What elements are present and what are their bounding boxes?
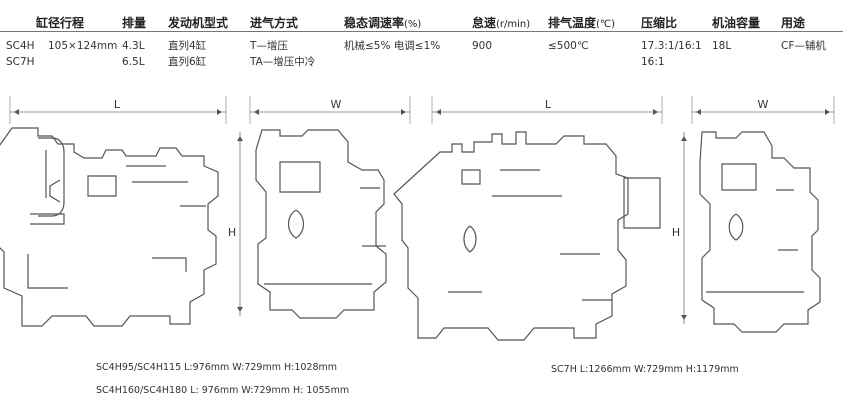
header-compression: 压缩比 bbox=[641, 16, 678, 30]
header-engine-type: 发动机型式 bbox=[168, 16, 229, 30]
spec-table: 缸径行程 排量 发动机型式 进气方式 稳态调速率(%) 怠速(r/min) 排气… bbox=[0, 0, 843, 80]
cell-usage: CF—辅机 bbox=[781, 40, 826, 52]
header-oil: 机油容量 bbox=[712, 16, 761, 30]
cell-governing: 机械≤5% 电调≤1% bbox=[344, 40, 441, 52]
caption-sc4h-160-180: SC4H160/SC4H180 L: 976mm W:729mm H: 1055… bbox=[96, 385, 350, 396]
header-governing: 稳态调速率(%) bbox=[344, 14, 421, 31]
intake-ta: TA—增压中冷 bbox=[250, 56, 316, 68]
cell-displacement: 4.3L 6.5L bbox=[122, 38, 145, 70]
header-rule bbox=[0, 31, 843, 32]
cell-compression: 17.3:1/16:1 16:1 bbox=[641, 38, 702, 70]
engine-type-sc4h: 直列4缸 bbox=[168, 40, 207, 52]
caption-sc4h-95-115: SC4H95/SC4H115 L:976mm W:729mm H:1028mm bbox=[96, 362, 338, 373]
intake-t: T—增压 bbox=[250, 40, 288, 52]
header-usage: 用途 bbox=[781, 16, 806, 30]
model-sc4h: SC4H bbox=[6, 40, 35, 52]
engine-type-sc7h: 直列6缸 bbox=[168, 56, 207, 68]
header-governing-unit: (%) bbox=[404, 19, 422, 30]
sc4h-front-view-drawing: W H bbox=[228, 96, 411, 319]
displacement-sc7h: 6.5L bbox=[122, 56, 145, 68]
cell-stroke: 105×124mm bbox=[48, 40, 118, 52]
header-exhaust-unit: (℃) bbox=[596, 19, 616, 30]
displacement-sc4h: 4.3L bbox=[122, 40, 145, 52]
sc4h-side-view-drawing: L bbox=[0, 96, 227, 327]
cell-oil: 18L bbox=[712, 40, 732, 52]
sc7h-side-dim-l: L bbox=[545, 98, 552, 111]
header-exhaust-label: 排气温度 bbox=[548, 16, 597, 30]
header-idle-unit: (r/min) bbox=[496, 19, 531, 30]
compression-2: 16:1 bbox=[641, 56, 665, 68]
header-stroke: 缸径行程 bbox=[36, 16, 85, 30]
sc7h-front-dim-h: H bbox=[672, 226, 680, 239]
compression-1: 17.3:1/16:1 bbox=[641, 40, 702, 52]
header-idle: 怠速(r/min) bbox=[472, 14, 530, 31]
engine-drawings: L W H L W H bbox=[0, 96, 835, 341]
header-displacement: 排量 bbox=[122, 16, 147, 30]
model-sc7h: SC7H bbox=[6, 56, 35, 68]
cell-exhaust: ≤500℃ bbox=[548, 40, 589, 52]
cell-engine-type: 直列4缸 直列6缸 bbox=[168, 38, 206, 70]
header-exhaust: 排气温度(℃) bbox=[548, 14, 615, 31]
sc4h-side-dim-l: L bbox=[114, 98, 121, 111]
sc7h-front-view-drawing: W H bbox=[672, 96, 835, 333]
sc4h-front-dim-w: W bbox=[331, 98, 342, 111]
cell-models: SC4H SC7H bbox=[6, 38, 35, 70]
sc7h-front-dim-w: W bbox=[758, 98, 769, 111]
sc4h-front-dim-h: H bbox=[228, 226, 236, 239]
cell-intake: T—增压 TA—增压中冷 bbox=[250, 38, 315, 70]
sc7h-side-view-drawing: L bbox=[393, 96, 663, 341]
header-intake: 进气方式 bbox=[250, 16, 299, 30]
header-idle-label: 怠速 bbox=[472, 16, 497, 30]
caption-sc7h: SC7H L:1266mm W:729mm H:1179mm bbox=[551, 364, 739, 375]
header-governing-label: 稳态调速率 bbox=[344, 16, 405, 30]
cell-idle: 900 bbox=[472, 40, 493, 52]
